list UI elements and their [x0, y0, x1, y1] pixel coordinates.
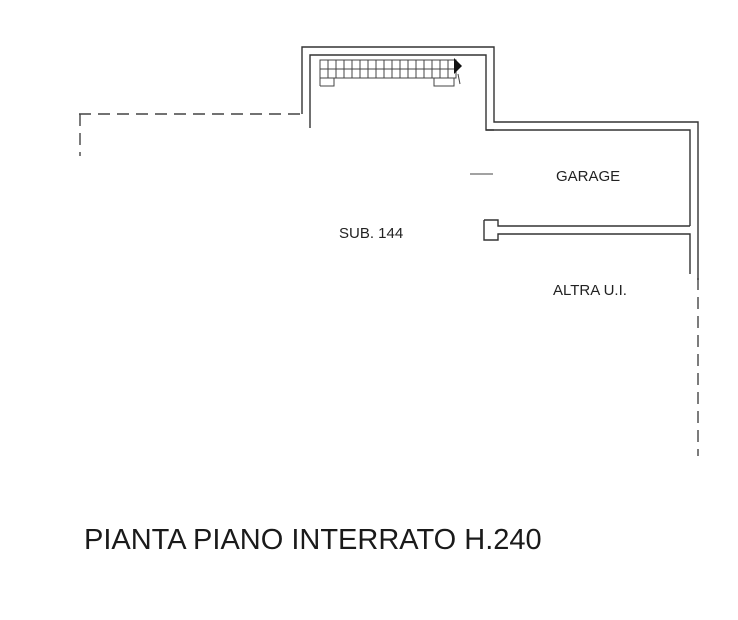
drawing-title: PIANTA PIANO INTERRATO H.240	[84, 524, 542, 556]
room-label-sub: SUB. 144	[339, 225, 403, 242]
stair-niche-outer-wall	[301, 46, 699, 280]
stair-niche-inner-wall	[309, 54, 691, 226]
dividing-wall	[484, 219, 690, 227]
stair-direction-arrow	[454, 58, 462, 74]
room-label-garage: GARAGE	[556, 168, 620, 185]
staircase	[319, 58, 462, 87]
dividing-wall-lower	[483, 220, 691, 274]
room-label-other-unit: ALTRA U.I.	[553, 282, 627, 299]
